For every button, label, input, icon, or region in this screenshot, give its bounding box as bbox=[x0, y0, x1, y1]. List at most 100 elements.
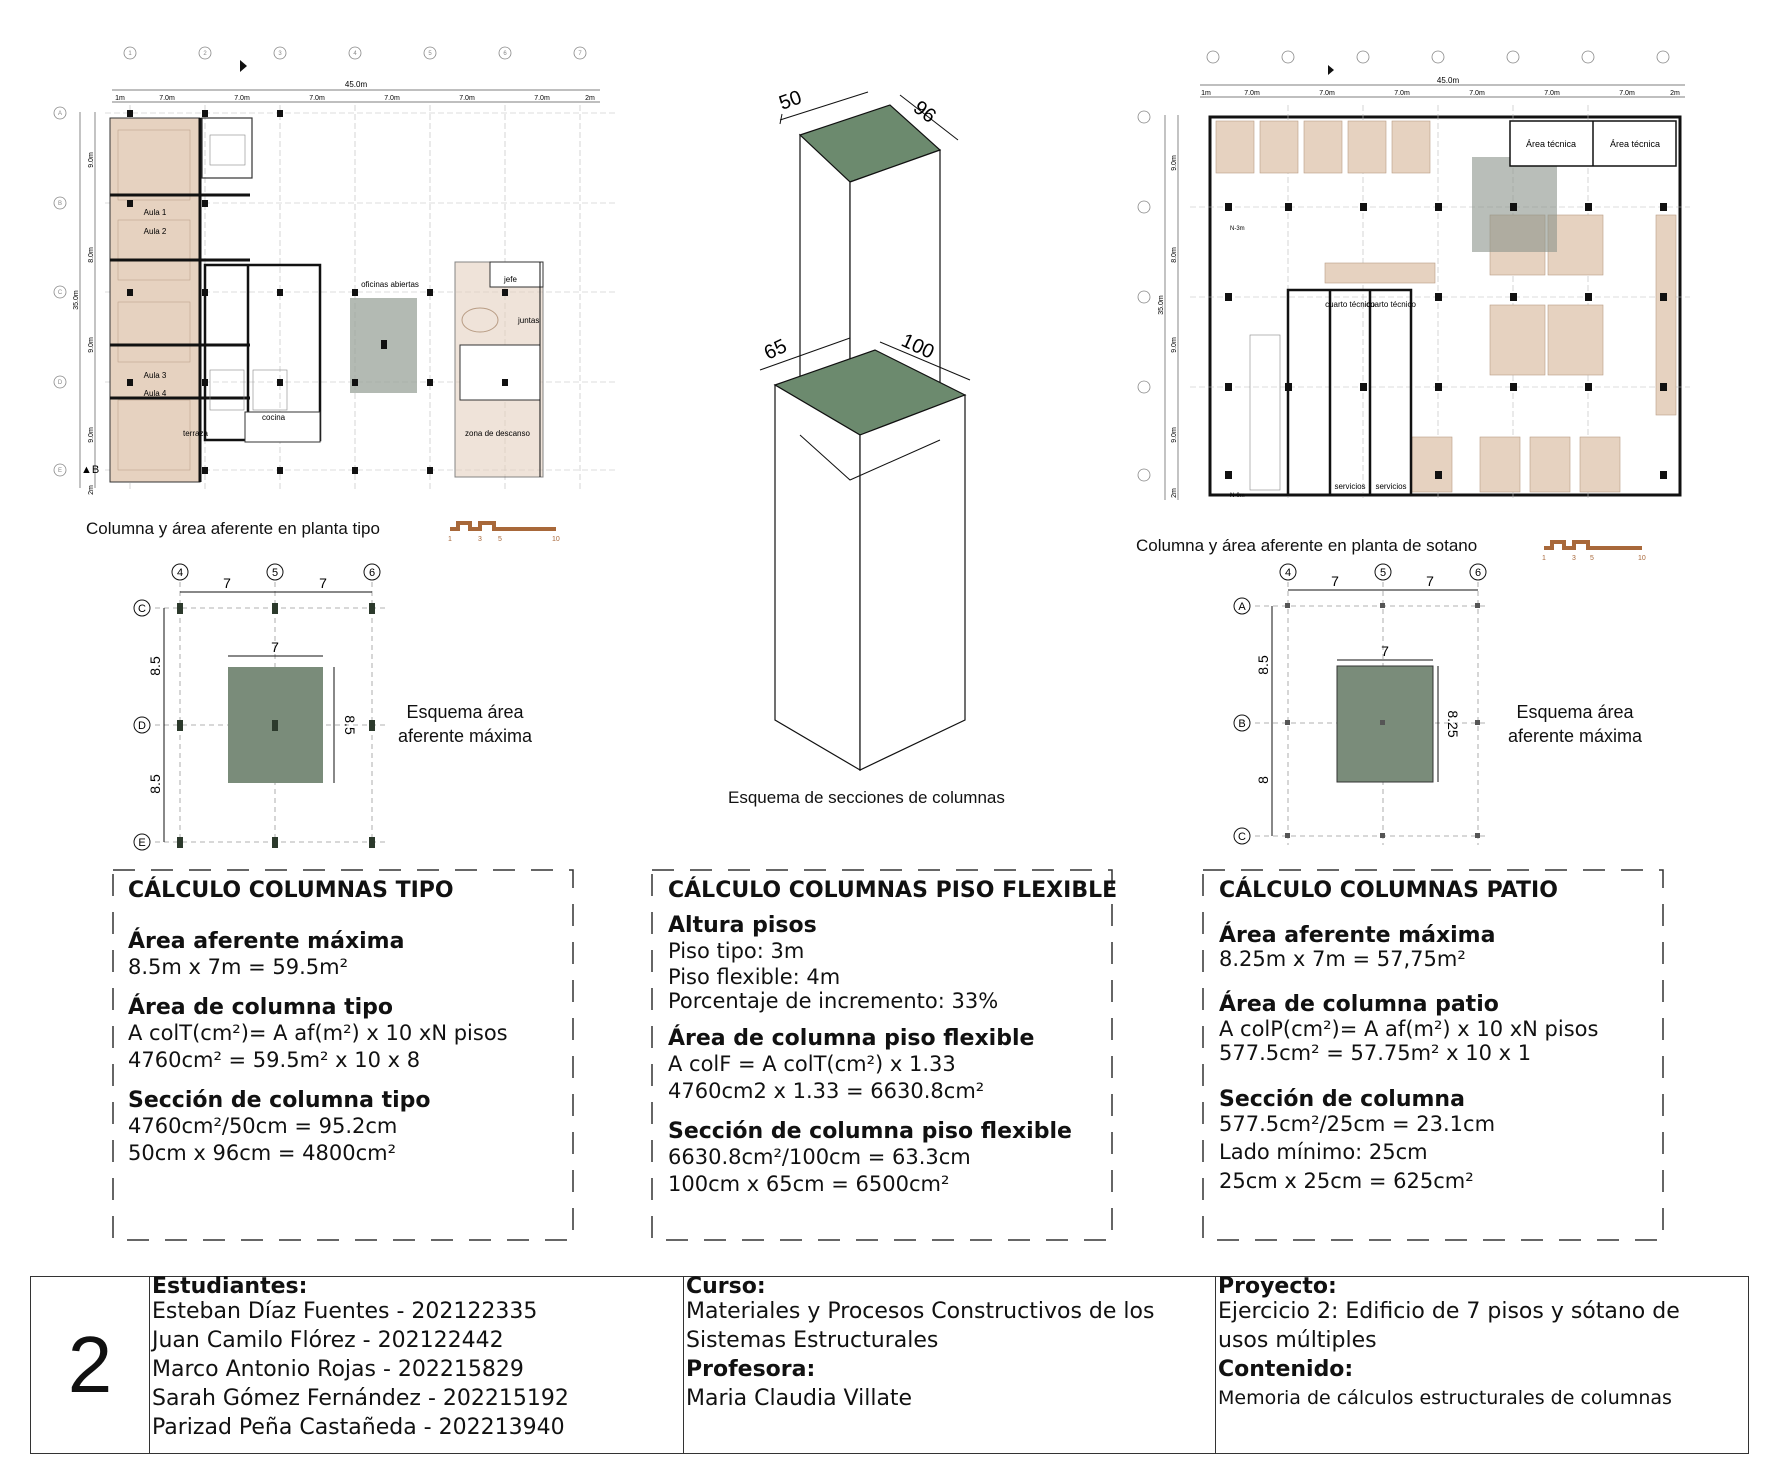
calc-line: Lado mínimo: 25cm bbox=[1219, 1140, 1428, 1164]
grid-row-label: D bbox=[58, 380, 63, 386]
grid-col-label: 5 bbox=[1380, 567, 1386, 579]
scheme-label-line: aferente máxima bbox=[1507, 726, 1643, 746]
students-cell: Estudiantes: Esteban Díaz Fuentes - 2021… bbox=[149, 1274, 682, 1453]
grid-row-label: B bbox=[58, 201, 62, 207]
calc-line: 4760cm²/50cm = 95.2cm bbox=[128, 1114, 398, 1138]
calc-heading: Área aferente máxima bbox=[128, 929, 405, 954]
grid-row-label: B bbox=[1238, 718, 1245, 730]
grid-col-label: 2 bbox=[203, 51, 207, 57]
students-label: Estudiantes: bbox=[152, 1274, 308, 1299]
bay-dim: 7.0m bbox=[1319, 90, 1335, 97]
side-dim: 9.0m bbox=[88, 337, 95, 353]
room-label: oficinas abiertas bbox=[361, 280, 419, 289]
grid-row-label: C bbox=[1238, 831, 1246, 843]
grid-row-label: C bbox=[138, 603, 146, 615]
grid-col-label: 1 bbox=[128, 51, 132, 57]
bay-dim: 7 bbox=[1426, 573, 1434, 589]
scale-label: 10 bbox=[552, 536, 560, 543]
room-label: Aula 1 bbox=[144, 208, 167, 217]
project-cell: Proyecto: Ejercicio 2: Edificio de 7 pis… bbox=[1215, 1276, 1748, 1453]
dim-label: 50 bbox=[776, 90, 804, 115]
side-dim: 8.0m bbox=[1171, 247, 1178, 263]
side-dim: 9.0m bbox=[88, 427, 95, 443]
calc-heading: Sección de columna bbox=[1219, 1087, 1465, 1112]
grid-row-label: A bbox=[58, 111, 62, 117]
scale-label: 1 bbox=[1542, 555, 1546, 562]
bay-dim: 2m bbox=[1670, 90, 1680, 97]
bay-dim: 7.0m bbox=[1469, 90, 1485, 97]
grid-col-label: 6 bbox=[1475, 567, 1481, 579]
course-name: Materiales y Procesos Constructivos de l… bbox=[686, 1299, 1155, 1324]
grid-col-label: 5 bbox=[428, 51, 432, 57]
grid-col-label: 6 bbox=[369, 567, 375, 579]
level-label: N-0m bbox=[1230, 493, 1245, 499]
student-name: Esteban Díaz Fuentes - 202122335 bbox=[152, 1299, 538, 1324]
scale-label: 5 bbox=[1590, 555, 1594, 562]
total-dimension: 45.0m bbox=[345, 80, 368, 89]
side-total: 35.0m bbox=[73, 290, 80, 310]
calc-flexible: CÁLCULO COLUMNAS PISO FLEXIBLE Altura pi… bbox=[668, 878, 1117, 1198]
calc-line: Porcentaje de incremento: 33% bbox=[668, 989, 999, 1013]
calc-line: A colT(cm²)= A af(m²) x 10 xN pisos bbox=[128, 1021, 508, 1045]
calc-frames bbox=[112, 869, 1664, 1241]
calc-line: 100cm x 65cm = 6500cm² bbox=[668, 1172, 950, 1196]
bay-dim: 7.0m bbox=[159, 95, 175, 102]
side-dim: 2m bbox=[88, 485, 95, 495]
student-name: Marco Antonio Rojas - 202215829 bbox=[152, 1357, 524, 1382]
grid-col-label: 4 bbox=[1285, 567, 1291, 579]
professor-label: Profesora: bbox=[686, 1357, 816, 1382]
scheme-tipo-label: Esquema área aferente máxima bbox=[380, 700, 550, 748]
room-label: Aula 2 bbox=[144, 227, 167, 236]
area-height: 8.25 bbox=[1445, 710, 1461, 737]
student-name: Juan Camilo Flórez - 202122442 bbox=[152, 1328, 504, 1353]
scheme-area-tipo: 4 5 6 C D E 7 7 8.5 8.5 7 8.5 bbox=[133, 563, 385, 851]
calc-heading: Área de columna tipo bbox=[128, 995, 393, 1020]
side-dim: 9.0m bbox=[1171, 155, 1178, 171]
grid-row-label: C bbox=[58, 290, 63, 296]
scale-label: 5 bbox=[498, 536, 502, 543]
calc-line: A colP(cm²)= A af(m²) x 10 xN pisos bbox=[1219, 1017, 1599, 1041]
bay-dim: 2m bbox=[585, 95, 595, 102]
scheme-patio-label: Esquema área aferente máxima bbox=[1490, 700, 1660, 748]
side-dim: 9.0m bbox=[1171, 337, 1178, 353]
course-name: Sistemas Estructurales bbox=[686, 1328, 939, 1353]
floor-plan-tipo: 1 2 3 4 5 6 7 45.0m 1m 7.0m 7.0m 7.0m 7.… bbox=[53, 46, 615, 495]
calc-tipo: CÁLCULO COLUMNAS TIPO Área aferente máxi… bbox=[128, 878, 568, 1167]
calc-line: 577.5cm²/25cm = 23.1cm bbox=[1219, 1112, 1496, 1136]
room-label: Área técnica bbox=[1526, 139, 1576, 149]
room-label: servicios bbox=[1375, 482, 1406, 491]
total-dimension: 45.0m bbox=[1437, 76, 1460, 85]
calc-line: A colF = A colT(cm²) x 1.33 bbox=[668, 1052, 956, 1076]
grid-row-label: A bbox=[1238, 601, 1246, 613]
section-marker-icon bbox=[240, 60, 247, 72]
level-label: N-3m bbox=[1230, 226, 1245, 232]
scale-label: 10 bbox=[1638, 555, 1646, 562]
scheme-area-patio: 4 5 6 A B C 7 7 8.5 8 7 8.25 bbox=[1233, 563, 1487, 845]
side-dim: 2m bbox=[1171, 488, 1178, 498]
scale-bar-tipo: 1 3 5 10 bbox=[448, 521, 560, 543]
side-dim: 9.0m bbox=[1171, 427, 1178, 443]
bay-dim: 1m bbox=[1201, 90, 1211, 97]
calc-line: 4760cm2 x 1.33 = 6630.8cm² bbox=[668, 1079, 985, 1103]
bay-dim: 7.0m bbox=[309, 95, 325, 102]
floor-plan-sotano: 45.0m 1m 7.0m 7.0m 7.0m 7.0m 7.0m 7.0m 2… bbox=[1137, 50, 1690, 500]
section-marker-b: ▲B bbox=[81, 464, 99, 476]
grid-row-label: D bbox=[138, 720, 146, 732]
course-cell: Curso: Materiales y Procesos Constructiv… bbox=[683, 1274, 1216, 1453]
scale-bar-sotano: 1 3 5 10 bbox=[1542, 540, 1646, 562]
bay-dim: 7.0m bbox=[234, 95, 250, 102]
grid-col-label: 5 bbox=[272, 567, 278, 579]
course-label: Curso: bbox=[686, 1274, 766, 1299]
bay-dim: 7 bbox=[223, 575, 231, 591]
bay-dim: 7.0m bbox=[459, 95, 475, 102]
bay-dim: 8 bbox=[1255, 776, 1271, 784]
grid-col-label: 4 bbox=[177, 567, 183, 579]
column-sections-diagram: 50 96 65 100 bbox=[759, 90, 971, 772]
bay-dim: 1m bbox=[115, 95, 125, 102]
room-label: Área técnica bbox=[1610, 139, 1660, 149]
grid-column-bubbles bbox=[123, 46, 587, 60]
grid-col-label: 3 bbox=[278, 51, 282, 57]
room-label: cocina bbox=[262, 413, 286, 422]
professor-name: Maria Claudia Villate bbox=[686, 1386, 913, 1411]
bay-dim: 7.0m bbox=[534, 95, 550, 102]
